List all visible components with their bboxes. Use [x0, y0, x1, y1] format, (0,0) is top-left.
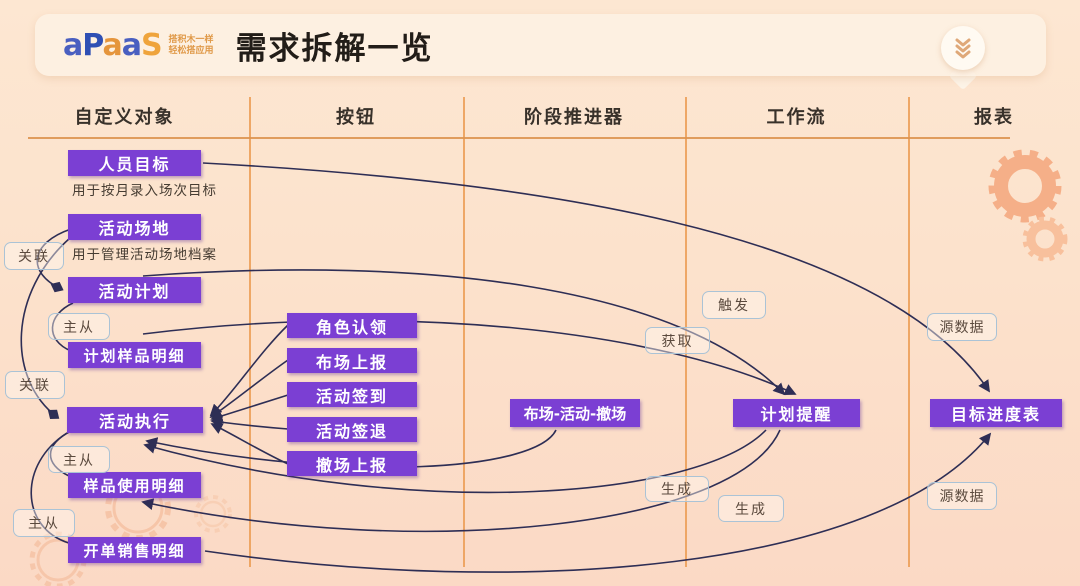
node-activity-plan[interactable]: 活动计划	[68, 277, 201, 303]
node-activity-venue-caption: 用于管理活动场地档案	[72, 247, 217, 263]
node-person-target-caption: 用于按月录入场次目标	[72, 183, 217, 199]
relation-label-masterdetail-3[interactable]: 主从	[13, 509, 75, 537]
node-stage-promoter[interactable]: 布场-活动-撤场	[510, 399, 640, 427]
column-header-custom-objects: 自定义对象	[74, 107, 175, 128]
apaas-logo-text: aPaaS	[63, 27, 163, 63]
header-underline	[28, 137, 1010, 139]
node-button-activity-signin[interactable]: 活动签到	[287, 382, 417, 407]
node-sample-usage-detail[interactable]: 样品使用明细	[68, 472, 201, 498]
apaas-logo-tagline: 搭积木一样 轻松搭应用	[168, 34, 214, 55]
relation-label-generate-2[interactable]: 生成	[718, 495, 784, 522]
column-header-stage-promoter: 阶段推进器	[524, 107, 624, 128]
column-header-workflow: 工作流	[766, 107, 827, 128]
gear-icon	[194, 495, 232, 533]
relation-label-lookup-2[interactable]: 关联	[5, 371, 65, 399]
column-divider	[249, 97, 251, 567]
relation-label-masterdetail-2[interactable]: 主从	[48, 446, 110, 473]
gear-icon	[988, 149, 1062, 223]
node-button-setup-report[interactable]: 布场上报	[287, 348, 417, 373]
relation-label-fetch[interactable]: 获取	[645, 327, 710, 354]
relation-label-masterdetail-1[interactable]: 主从	[48, 313, 110, 340]
node-button-role-claim[interactable]: 角色认领	[287, 313, 417, 338]
node-workflow-plan-reminder[interactable]: 计划提醒	[733, 399, 860, 427]
chevron-triple-down-icon	[955, 38, 971, 59]
node-report-target-progress[interactable]: 目标进度表	[930, 399, 1062, 427]
relation-label-generate-1[interactable]: 生成	[645, 476, 709, 502]
header-bar: aPaaS 搭积木一样 轻松搭应用 需求拆解一览	[35, 14, 1046, 76]
node-sales-order-detail[interactable]: 开单销售明细	[68, 537, 201, 563]
node-activity-execution[interactable]: 活动执行	[67, 407, 203, 433]
node-button-activity-signout[interactable]: 活动签退	[287, 417, 417, 442]
apaas-logo: aPaaS 搭积木一样 轻松搭应用	[63, 28, 214, 63]
column-header-report: 报表	[974, 107, 1014, 128]
collapse-button[interactable]	[941, 26, 985, 70]
node-person-target[interactable]: 人员目标	[68, 150, 201, 176]
node-activity-venue[interactable]: 活动场地	[68, 214, 201, 240]
node-button-teardown-report[interactable]: 撤场上报	[287, 451, 417, 476]
page-title: 需求拆解一览	[235, 30, 434, 67]
column-divider	[463, 97, 465, 567]
relation-label-sourcedata-top[interactable]: 源数据	[927, 313, 997, 341]
node-plan-sample-detail[interactable]: 计划样品明细	[68, 342, 201, 368]
column-header-buttons: 按钮	[336, 107, 376, 128]
relation-label-trigger[interactable]: 触发	[702, 291, 766, 319]
relation-label-sourcedata-bottom[interactable]: 源数据	[927, 482, 997, 510]
column-divider	[908, 97, 910, 567]
gear-icon	[1022, 216, 1068, 262]
relation-label-lookup-1[interactable]: 关联	[4, 242, 64, 270]
